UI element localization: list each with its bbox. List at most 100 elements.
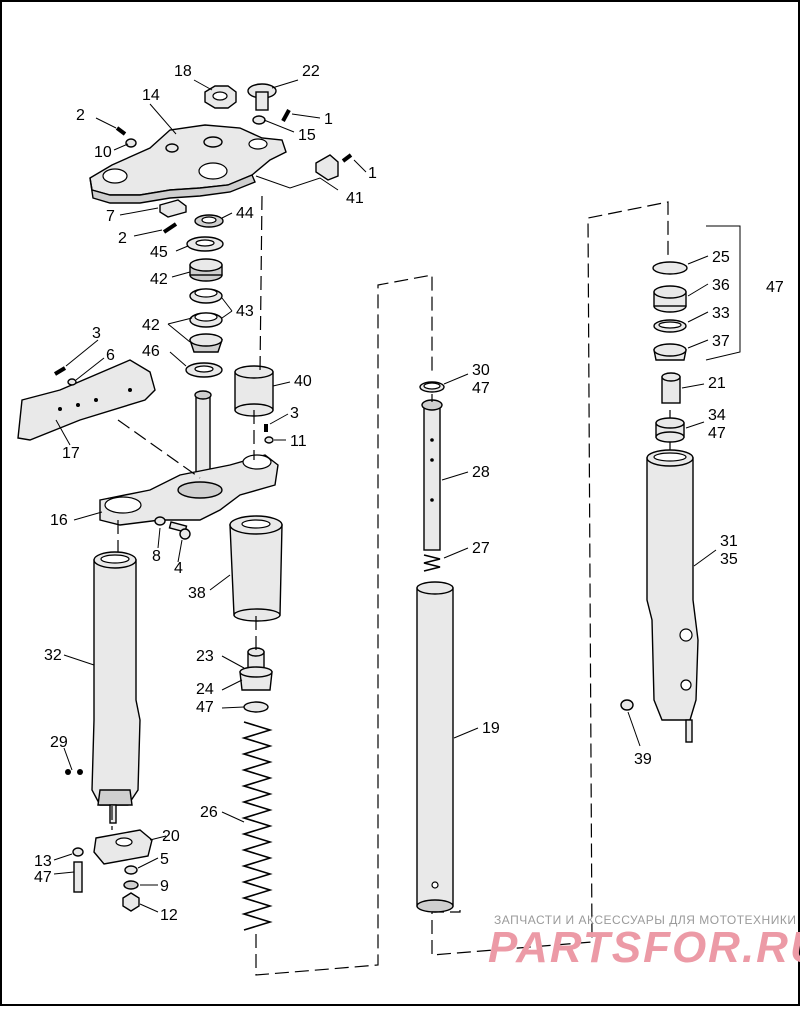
part-fork-slider-32 <box>91 551 141 824</box>
label-6: 6 <box>106 347 115 364</box>
label-44: 44 <box>236 205 254 222</box>
part-washer-6 <box>67 378 77 386</box>
part-screw-1b <box>341 153 353 163</box>
part-damper-23 <box>239 647 273 691</box>
part-plug-39 <box>620 699 634 711</box>
assembly-lines <box>111 195 671 976</box>
part-fork-shield-17 <box>17 359 156 441</box>
part-ring-24 <box>243 701 269 713</box>
label-18: 18 <box>174 63 192 80</box>
part-screw-2-top <box>115 126 137 148</box>
part-screw-1a <box>281 109 291 122</box>
label-42-top: 42 <box>150 271 168 288</box>
label-9: 9 <box>160 878 169 895</box>
label-45: 45 <box>150 244 168 261</box>
label-1-top: 1 <box>324 111 333 128</box>
label-33: 33 <box>712 305 730 322</box>
part-bolt-4 <box>168 521 191 540</box>
upper-fork-bracket <box>89 124 287 204</box>
part-fork-tube-19 <box>416 581 454 913</box>
part-clamp-20 <box>93 829 153 865</box>
part-fork-slider-31 <box>646 449 699 743</box>
label-10: 10 <box>94 144 112 161</box>
label-25: 25 <box>712 249 730 266</box>
part-bearing-42a <box>189 258 223 282</box>
part-washer-45 <box>186 236 224 252</box>
label-17: 17 <box>62 445 80 462</box>
label-24: 24 <box>196 681 214 698</box>
label-47-right: 47 <box>708 425 726 442</box>
label-8: 8 <box>152 548 161 565</box>
part-bushing-21 <box>661 372 681 404</box>
part-seal-46 <box>185 362 223 378</box>
part-ring-25 <box>652 261 688 275</box>
watermark-logo: PARTSFOR.RU <box>488 923 800 972</box>
part-screw-2-mid <box>162 222 178 234</box>
part-cover-40 <box>234 365 274 417</box>
label-22: 22 <box>302 63 320 80</box>
part-spring-26 <box>241 721 273 931</box>
part-bearing-42b <box>189 333 223 353</box>
part-washer-47-left <box>72 847 84 857</box>
label-7: 7 <box>106 208 115 225</box>
label-42-bottom: 42 <box>142 317 160 334</box>
label-36: 36 <box>712 277 730 294</box>
part-stud-13 <box>73 861 83 893</box>
label-20: 20 <box>162 828 180 845</box>
label-32: 32 <box>44 647 62 664</box>
label-11: 11 <box>290 433 307 450</box>
callout-labels: 18 22 14 2 1 15 10 1 41 7 44 2 45 42 43 … <box>34 63 784 924</box>
part-seal-37 <box>653 343 687 361</box>
part-block-7 <box>159 199 187 218</box>
part-clip-41 <box>315 154 339 181</box>
label-14: 14 <box>142 87 160 104</box>
part-nut-12 <box>122 892 140 912</box>
part-screw-3-left <box>53 366 67 376</box>
part-cover-38 <box>229 515 283 622</box>
part-bushing-34 <box>655 417 685 443</box>
label-38: 38 <box>188 585 206 602</box>
label-46: 46 <box>142 343 160 360</box>
label-16: 16 <box>50 512 68 529</box>
label-23: 23 <box>196 648 214 665</box>
part-washer-33 <box>653 319 687 333</box>
label-28: 28 <box>472 464 490 481</box>
label-26: 26 <box>200 804 218 821</box>
label-34: 34 <box>708 407 726 424</box>
label-1-right: 1 <box>368 165 377 182</box>
part-damper-tube-28 <box>421 399 443 551</box>
label-3-left: 3 <box>92 325 101 342</box>
label-2-mid: 2 <box>118 230 127 247</box>
part-washer-15 <box>252 115 266 125</box>
part-washer-5 <box>124 865 138 875</box>
label-3-right: 3 <box>290 405 299 422</box>
label-37: 37 <box>712 333 730 350</box>
label-47-damper: 47 <box>196 699 214 716</box>
label-12: 12 <box>160 907 178 924</box>
label-30: 30 <box>472 362 490 379</box>
label-47-left: 47 <box>34 869 52 886</box>
part-lower-bracket-16 <box>99 390 279 526</box>
label-47-right-group: 47 <box>766 279 784 296</box>
label-35: 35 <box>720 551 738 568</box>
part-bolt-22 <box>247 83 277 111</box>
label-39: 39 <box>634 751 652 768</box>
label-29: 29 <box>50 734 68 751</box>
part-bushing-36 <box>653 285 687 313</box>
part-washer-11 <box>264 436 274 444</box>
label-13: 13 <box>34 853 52 870</box>
label-15: 15 <box>298 127 316 144</box>
label-21: 21 <box>708 375 726 392</box>
label-2-top: 2 <box>76 107 85 124</box>
part-spring-27 <box>423 554 441 572</box>
part-race-43b <box>189 312 223 328</box>
part-screws-29 <box>65 769 83 775</box>
label-41: 41 <box>346 190 364 207</box>
label-47-tube: 47 <box>472 380 490 397</box>
label-19: 19 <box>482 720 500 737</box>
part-washer-9 <box>123 880 139 890</box>
part-nut-44 <box>194 214 224 228</box>
label-4: 4 <box>174 560 183 577</box>
